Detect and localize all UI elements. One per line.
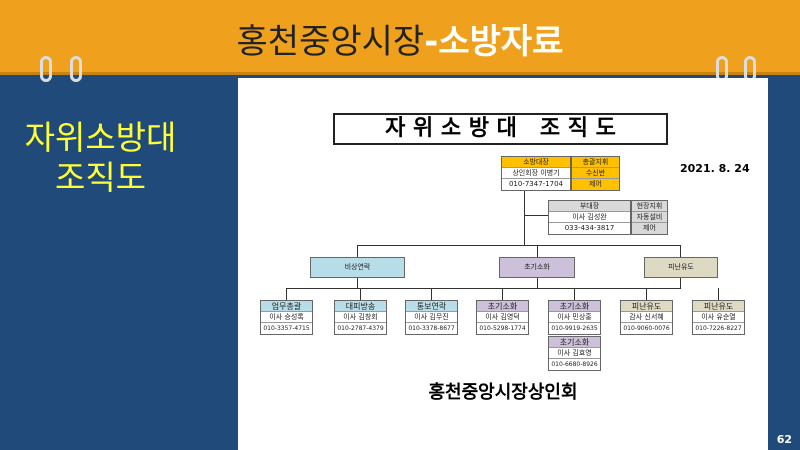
phone: 010-9060-0076 [623,325,670,332]
role: 피난유도 [621,301,672,312]
team-box: 비상연락 [310,257,405,278]
page-title: 홍천중앙시장-소방자료 [0,14,800,63]
chart-date: 2021. 8. 24 [680,162,750,175]
team-box: 초기소화 [499,257,575,278]
duty: 현장지휘 [632,201,667,212]
role: 초기소화 [549,337,600,348]
phone: 010-9919-2635 [551,325,598,332]
header-bar: 홍천중앙시장-소방자료 [0,0,800,75]
phone: 010-5298-1774 [479,325,526,332]
page-number: 62 [776,433,792,446]
role: 소방대장 [502,157,570,168]
phone: 010-6680-8926 [551,361,598,368]
name: 이사 김영덕 [477,312,528,323]
name: 이사 유순열 [693,312,744,323]
role: 부대장 [549,201,630,212]
binder-ring-icon [70,56,82,82]
name: 이사 김무진 [406,312,457,323]
name: 이사 김성완 [549,212,630,223]
binder-ring-icon [40,56,52,82]
phone: 010-2787-4379 [337,325,384,332]
duty: 자동설비 [632,212,667,223]
role: 대피방송 [335,301,386,312]
phone: 010-7226-8227 [695,325,742,332]
deputy-box: 부대장 이사 김성완 033-434-3817 [548,200,631,235]
name: 이사 민상홍 [549,312,600,323]
phone: 033-434-3817 [564,224,615,232]
role: 피난유도 [693,301,744,312]
chart-title: 자 위 소 방 대 조 직 도 [333,113,668,145]
duty: 총괄지휘 [572,157,619,168]
phone: 010-3357-4715 [263,325,310,332]
section-title-line: 조직도 [54,158,147,197]
phone: 010-7347-1704 [508,180,564,188]
role: 초기소화 [477,301,528,312]
name: 이사 승성록 [261,312,312,323]
title-main: 홍천중앙시장 [236,22,425,62]
name: 감사 신서혜 [621,312,672,323]
name: 이사 김효영 [549,348,600,359]
section-title-line: 자위소방대 [24,118,177,157]
title-accent: -소방자료 [424,22,564,62]
role: 업무총괄 [261,301,312,312]
role: 통보연락 [406,301,457,312]
team-box: 피난유도 [644,257,718,278]
role: 초기소화 [549,301,600,312]
phone: 010-3378-8677 [408,325,455,332]
duty: 제어 [589,180,602,188]
org-footer: 홍천중앙시장상인회 [428,382,578,403]
left-panel [0,78,238,450]
name: 상인회장 이병기 [502,168,570,179]
name: 이사 김창회 [335,312,386,323]
chief-box: 소방대장 상인회장 이병기 010-7347-1704 [501,156,571,191]
duty: 수신반 [572,168,619,179]
duty: 제어 [643,224,656,232]
